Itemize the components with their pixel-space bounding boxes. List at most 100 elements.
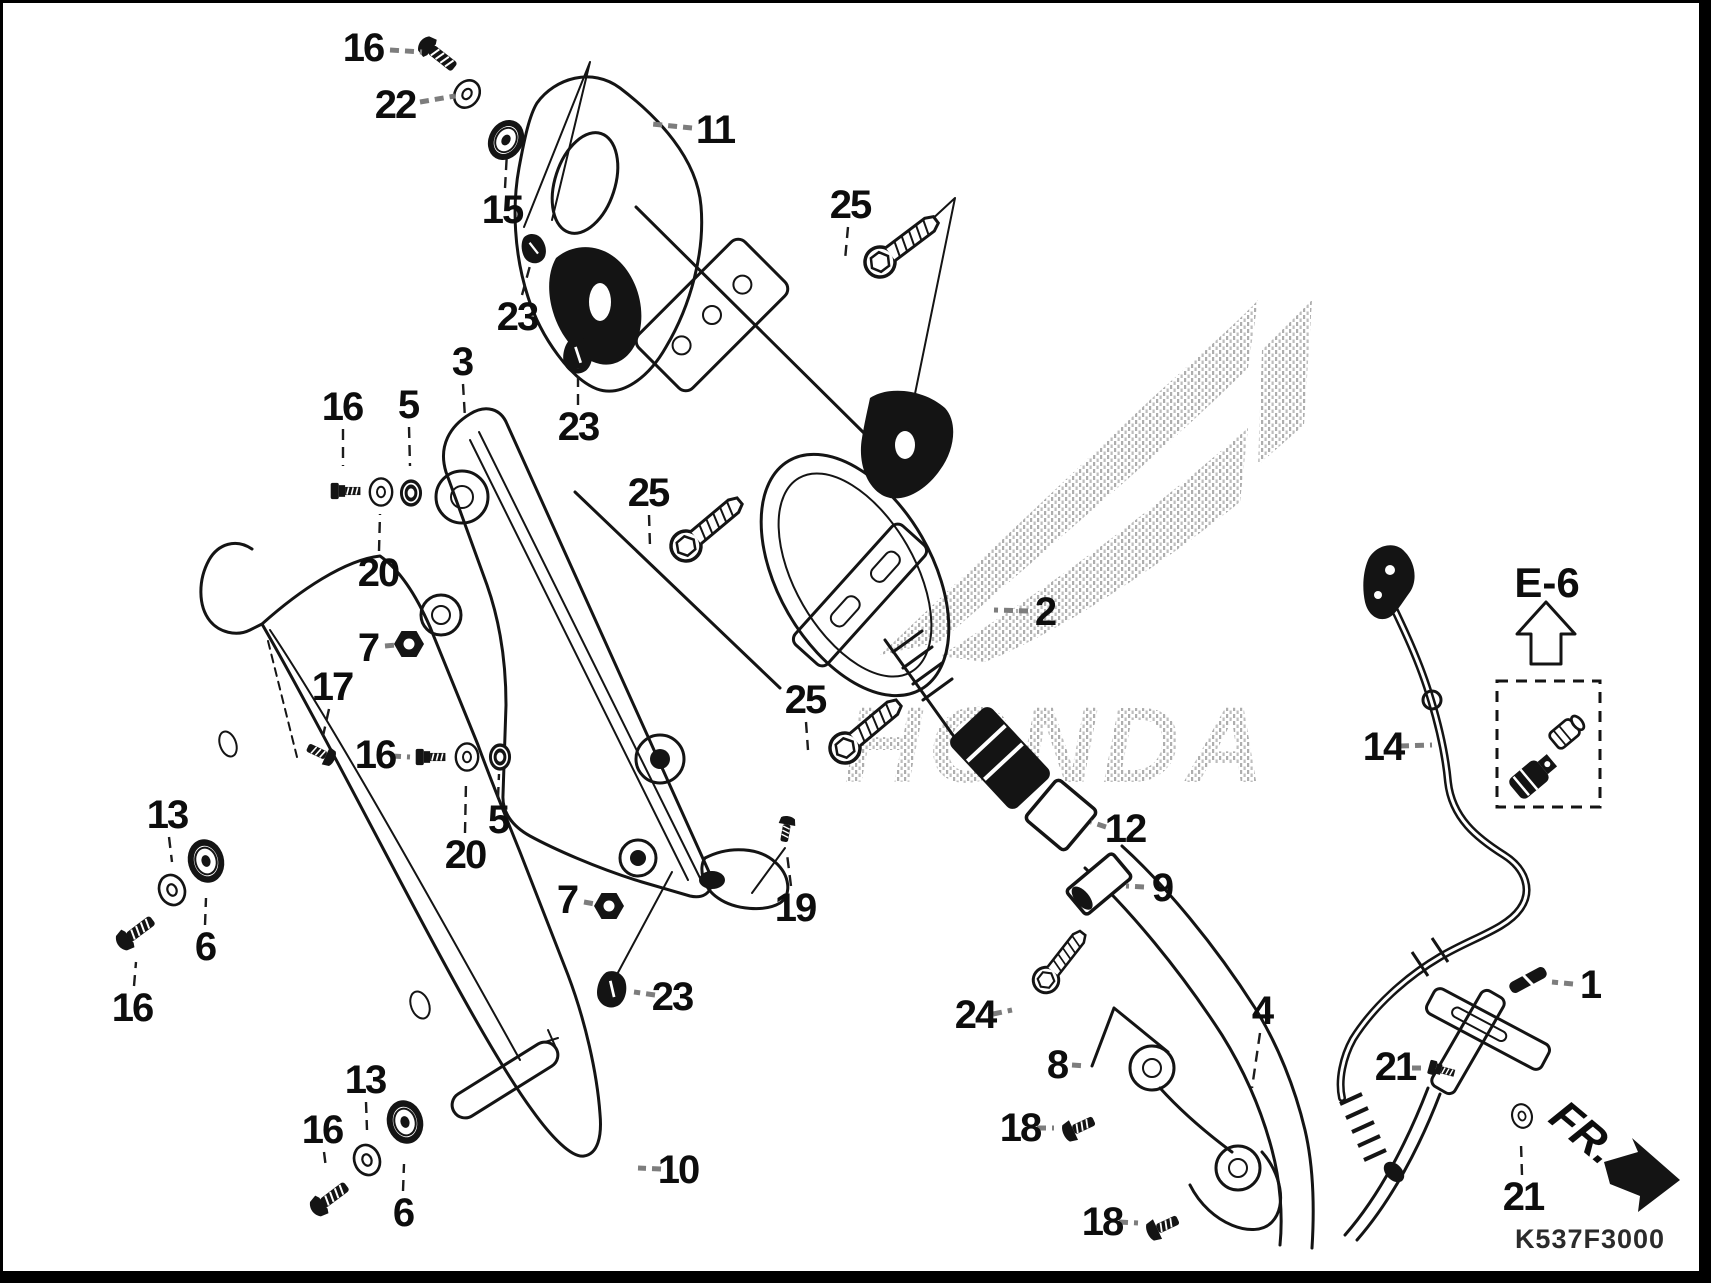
part-glyph-grommet	[181, 834, 231, 888]
callout-23: 23	[497, 295, 538, 339]
callout-leader-25	[647, 514, 652, 547]
part-glyph-clip	[1505, 962, 1551, 998]
callout-2: 2	[1035, 590, 1056, 634]
callout-leader-16	[391, 753, 411, 760]
callout-leader-20	[463, 781, 468, 834]
part-glyph-panscrew	[1142, 1208, 1184, 1245]
part-glyph-grommet	[479, 112, 533, 168]
callout-leader-16	[132, 961, 138, 987]
part-glyph-washer	[348, 1139, 386, 1181]
callout-8: 8	[1047, 1043, 1069, 1087]
part-glyph-nut	[594, 893, 624, 919]
callout-5: 5	[398, 383, 420, 427]
muffler-bracket-plate	[634, 237, 790, 393]
up-arrow-icon	[1515, 600, 1577, 666]
callout-22: 22	[375, 83, 416, 127]
callout-leader-21	[1519, 1143, 1524, 1176]
callout-12: 12	[1105, 807, 1146, 851]
callout-23: 23	[558, 405, 599, 449]
callout-leader-16	[322, 1151, 328, 1169]
callout-leader-3	[461, 383, 467, 419]
callout-16: 16	[302, 1108, 343, 1152]
callout-leader-2	[993, 607, 1029, 614]
callout-leader-13	[167, 836, 174, 863]
callout-5: 5	[488, 798, 510, 842]
callout-21: 21	[1503, 1175, 1545, 1219]
callout-leader-24	[992, 1007, 1013, 1017]
callout-leader-15	[503, 151, 509, 189]
callout-leader-16	[389, 47, 423, 55]
part-glyph-washer	[1508, 1100, 1536, 1132]
callout-9: 9	[1152, 866, 1173, 910]
part-glyph-washer	[368, 477, 394, 507]
callout-1: 1	[1580, 963, 1602, 1007]
part-glyph-boltside	[329, 482, 362, 500]
part-glyph-panscrew	[774, 814, 798, 844]
part-glyph-connector	[1505, 749, 1562, 803]
part-glyph-panscrew	[302, 737, 340, 770]
section-ref-label: E-6	[1514, 559, 1579, 606]
callout-leader-23	[633, 989, 656, 998]
lower-protector-cover	[199, 541, 602, 1158]
callout-16: 16	[322, 385, 363, 429]
callout-10: 10	[658, 1148, 699, 1192]
callout-4: 4	[1252, 989, 1275, 1033]
callout-6: 6	[393, 1191, 414, 1235]
callout-leader-17	[321, 708, 331, 737]
connector-detail-box	[1495, 679, 1602, 809]
honda-wing-watermark: HONDA	[844, 300, 1312, 805]
callout-20: 20	[445, 833, 486, 877]
callout-16: 16	[112, 986, 153, 1030]
part-glyph-boltside	[414, 748, 447, 766]
part-glyph-grommet	[380, 1095, 430, 1149]
callout-13: 13	[147, 793, 188, 837]
callout-19: 19	[775, 886, 816, 930]
part-glyph-nut	[394, 631, 424, 657]
callout-leader-5	[407, 426, 412, 467]
callout-leader-19	[785, 853, 793, 887]
callout-leader-22	[419, 93, 456, 105]
callout-11: 11	[696, 108, 736, 152]
callout-leader-6	[203, 897, 208, 926]
callout-25: 25	[785, 678, 827, 722]
callout-leader-23	[520, 261, 533, 296]
callout-6: 6	[195, 925, 216, 969]
pipe-protector	[1090, 1006, 1283, 1232]
part-glyph-washer	[454, 742, 480, 772]
callout-20: 20	[358, 551, 399, 595]
o2-sensor-connector	[1363, 545, 1415, 620]
callout-leader-13	[364, 1101, 369, 1131]
part-glyph-boltlong	[1026, 923, 1095, 1000]
callout-leader-9	[1125, 883, 1145, 890]
callout-7: 7	[358, 626, 379, 670]
callout-21: 21	[1375, 1045, 1417, 1089]
callout-leader-4	[1250, 1032, 1262, 1089]
part-glyph-connector2	[1546, 711, 1589, 752]
callout-15: 15	[482, 188, 524, 232]
muffler-protector-cover	[513, 61, 704, 393]
inlet-joint	[950, 707, 1050, 809]
part-glyph-collar	[399, 478, 423, 508]
callout-25: 25	[830, 183, 872, 227]
callout-leader-7	[583, 899, 596, 907]
exhaust-pipe	[1083, 844, 1315, 1250]
front-arrow-icon	[1604, 1138, 1680, 1212]
muffler-body	[573, 205, 1050, 809]
part-glyph-washer	[153, 869, 191, 911]
part-glyph-flatscrew	[304, 1175, 355, 1222]
callout-leader-20	[377, 513, 382, 552]
part-glyph-boltlong	[857, 206, 947, 285]
callout-leader-1	[1551, 979, 1574, 987]
callout-leader-18	[1118, 1219, 1139, 1226]
callout-18: 18	[1000, 1106, 1042, 1150]
callout-leader-25	[843, 226, 850, 261]
part-glyph-panscrew	[1058, 1109, 1100, 1146]
callout-leader-6	[401, 1163, 406, 1192]
part-glyph-collar	[488, 742, 512, 772]
callout-leader-11	[651, 121, 693, 131]
part-glyph-rubber	[593, 967, 631, 1012]
